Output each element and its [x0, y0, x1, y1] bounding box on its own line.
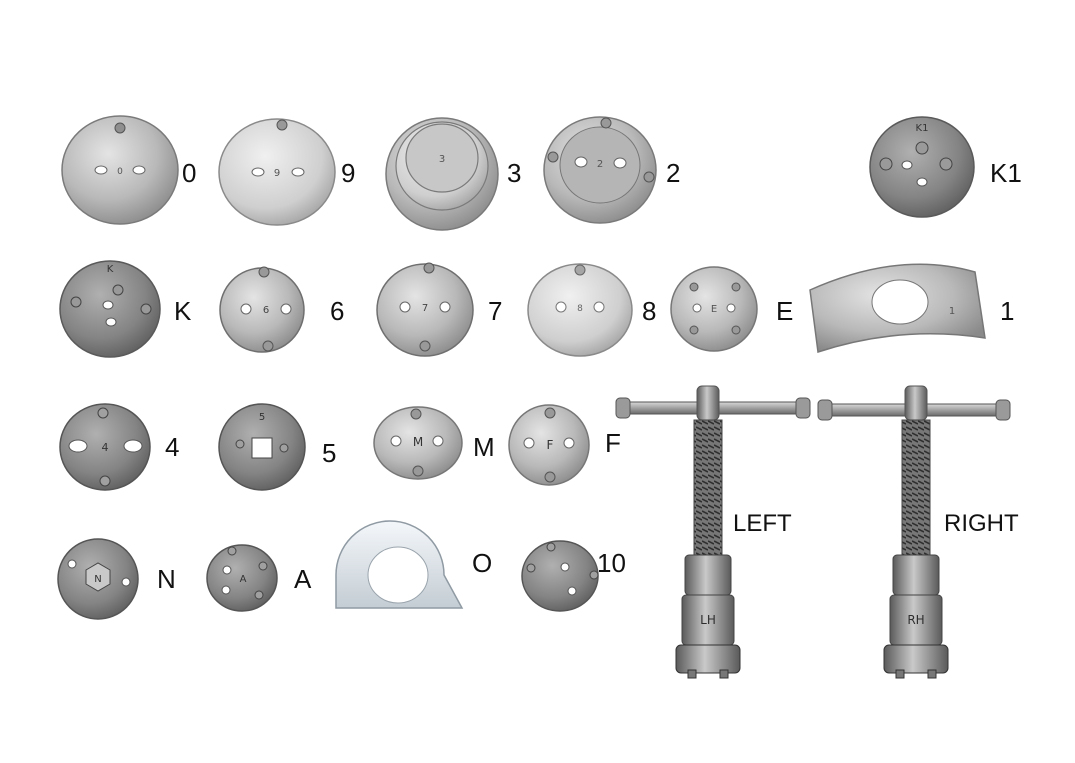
adapter-disc-n: N — [57, 538, 139, 620]
piston-wind-back-tool-right: RH — [817, 385, 1011, 679]
stamp-d7: 7 — [422, 303, 428, 314]
label-adapter-a: A — [294, 564, 312, 594]
label-adapter-1: 1 — [1000, 296, 1015, 326]
stamp-a: A — [240, 574, 247, 585]
adapter-disc-f: F — [508, 404, 590, 486]
stamp-left-tool: LH — [700, 613, 716, 627]
label-adapter-6: 6 — [330, 296, 345, 326]
stamp-d2: 2 — [597, 159, 603, 170]
adapter-plate-1: 1 — [809, 263, 986, 353]
stamp-d8: 8 — [577, 304, 583, 314]
adapter-disc-8: 8 — [527, 263, 633, 357]
stamp-m: M — [413, 435, 423, 449]
stamp-right-tool: RH — [907, 613, 924, 627]
adapter-disc-m: M — [373, 406, 463, 480]
adapter-disc-9: 9 — [218, 118, 336, 226]
stamp-e: E — [711, 304, 717, 315]
stamp-d5: 5 — [259, 412, 265, 423]
label-adapter-8: 8 — [642, 296, 657, 326]
adapter-disc-0: 0 — [61, 115, 179, 225]
stamp-d6: 6 — [263, 305, 269, 316]
adapter-disc-5: 5 — [218, 403, 306, 491]
stamp-k1: K1 — [916, 123, 929, 134]
label-tool-right: RIGHT — [944, 510, 1019, 537]
stamp-d3: 3 — [439, 154, 445, 165]
adapter-disc-k: K — [59, 260, 161, 358]
adapter-disc-a: A — [206, 544, 278, 612]
label-adapter-2: 2 — [666, 158, 681, 188]
label-adapter-4: 4 — [165, 432, 180, 462]
stamp-f: F — [547, 438, 554, 452]
label-adapter-0: 0 — [182, 158, 197, 188]
adapter-disc-10 — [521, 540, 599, 612]
label-tool-left: LEFT — [733, 510, 792, 537]
label-adapter-3: 3 — [507, 158, 522, 188]
label-adapter-10: 10 — [597, 548, 626, 578]
adapter-disc-k1: K1 — [869, 116, 975, 218]
label-adapter-7: 7 — [488, 296, 503, 326]
label-adapter-m: M — [473, 432, 495, 462]
label-adapter-5: 5 — [322, 438, 337, 468]
label-adapter-n: N — [157, 564, 176, 594]
stamp-d0: 0 — [117, 167, 123, 177]
adapter-disc-6: 6 — [219, 266, 305, 353]
stamp-n: N — [94, 574, 101, 585]
stamp-d9: 9 — [274, 168, 280, 179]
label-adapter-e: E — [776, 296, 794, 326]
adapter-disc-7: 7 — [376, 262, 474, 357]
label-adapter-k: K — [174, 296, 192, 326]
label-adapter-9: 9 — [341, 158, 356, 188]
label-adapter-f: F — [605, 428, 621, 458]
adapter-disc-2: 2 — [543, 116, 657, 224]
adapter-zinc-half-moon-o — [335, 520, 464, 609]
adapter-disc-4: 4 — [59, 403, 151, 491]
label-adapter-k1: K1 — [990, 158, 1022, 188]
label-adapter-o: O — [472, 548, 493, 578]
stamp-d4: 4 — [102, 441, 109, 454]
adapter-disc-e: E — [670, 266, 758, 352]
stamp-d1: 1 — [949, 306, 955, 317]
stamp-k: K — [107, 264, 114, 275]
adapter-disc-3: 3 — [385, 117, 499, 231]
piston-wind-back-tool-left: LH — [615, 385, 811, 679]
